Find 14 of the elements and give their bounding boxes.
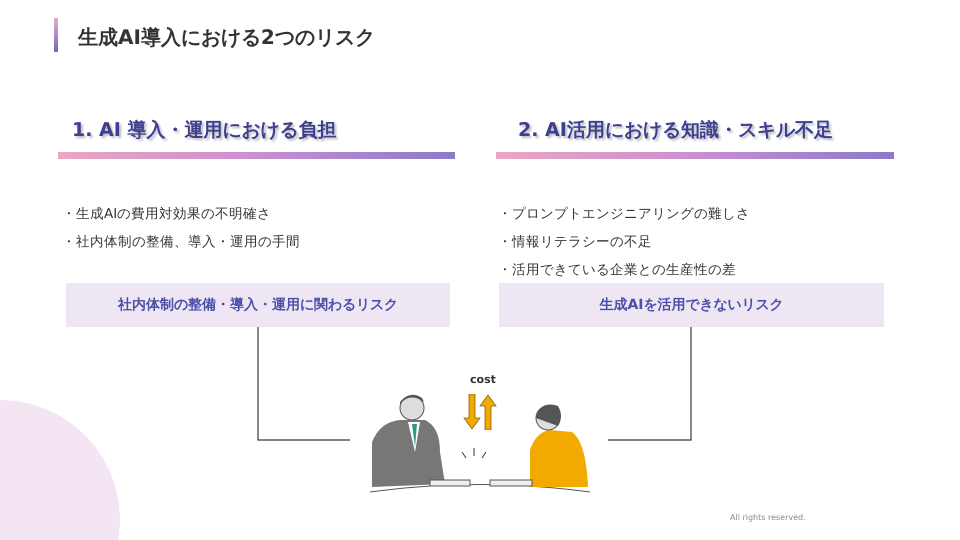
bullet-item: ・生成AIの費用対効果の不明確さ [62,205,272,223]
connector-line [257,327,350,441]
connector-line [608,327,692,441]
risk-box: 社内体制の整備・導入・運用に関わるリスク [66,283,450,327]
copyright-notice: All rights reserved. [730,513,806,522]
section-heading: 1. AI 導入・運用における負担 [72,118,336,143]
section-heading: 2. AI活用における知識・スキル不足 [518,118,833,143]
bullet-item: ・社内体制の整備、導入・運用の手間 [62,233,300,251]
slide-title: 生成AI導入における2つのリスク [78,24,375,51]
bullet-item: ・活用できている企業との生産性の差 [498,261,736,279]
risk-box: 生成AIを活用できないリスク [499,283,884,327]
bullet-item: ・プロンプトエンジニアリングの難しさ [498,205,750,223]
cost-label: cost [470,373,496,386]
bullet-item: ・情報リテラシーの不足 [498,233,652,251]
